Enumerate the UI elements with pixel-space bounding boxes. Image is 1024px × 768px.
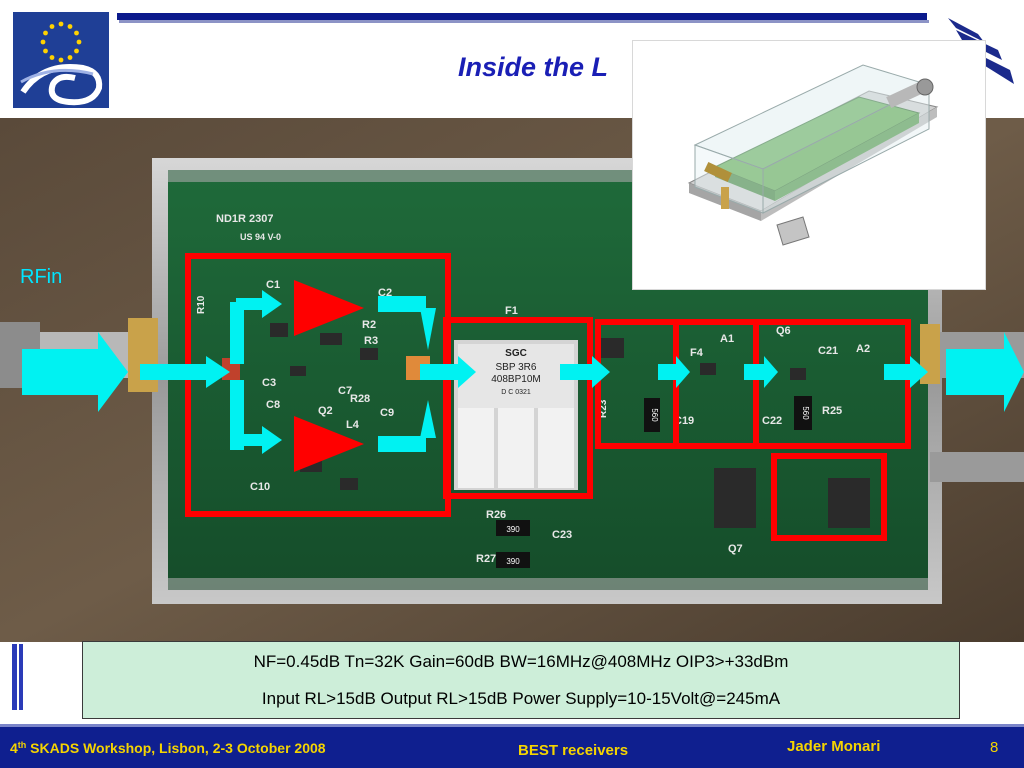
resistor-label-560a: 560 <box>650 408 659 422</box>
pcb-label-c23: C23 <box>552 529 572 541</box>
specs-line-1: NF=0.45dB Tn=32K Gain=60dB BW=16MHz@408M… <box>253 652 789 671</box>
pcb-label-f1: F1 <box>505 305 518 317</box>
footer-topic: BEST receivers <box>518 742 629 759</box>
footer-page-number: 8 <box>990 739 999 756</box>
pcb-label-q2: Q2 <box>318 405 333 417</box>
highlight-regulator <box>771 453 887 541</box>
resistor-label-390b: 390 <box>506 557 520 566</box>
saw-label-brand: SGC <box>505 348 527 359</box>
pcb-label-r25: R25 <box>822 405 842 417</box>
pcb-label-r23: R23 <box>598 399 609 418</box>
pcb-label-c9: C9 <box>380 407 394 419</box>
footer-workshop: 4th SKADS Workshop, Lisbon, 2-3 October … <box>10 740 326 756</box>
pcb-label-a2: A2 <box>856 343 870 355</box>
pcb-text-nd1r: ND1R 2307 <box>216 213 273 225</box>
specs-box: NF=0.45dB Tn=32K Gain=60dB BW=16MHz@408M… <box>82 641 960 719</box>
pcb-label-l4: L4 <box>346 419 360 431</box>
pcb-label-f4: F4 <box>690 347 704 359</box>
pcb-label-a1: A1 <box>720 333 734 345</box>
footer-workshop-suffix: th <box>17 740 27 750</box>
pcb-label-c3: C3 <box>262 377 276 389</box>
pcb-label-c7: C7 <box>338 385 352 397</box>
slide-title: Inside the L <box>458 52 609 82</box>
rfin-label: RFin <box>20 266 63 288</box>
saw-label-part: 408BP10M <box>491 374 540 385</box>
pcb-text-ul: US 94 V-0 <box>240 232 281 242</box>
pcb-label-c1: C1 <box>266 279 280 291</box>
pcb-label-r10: R10 <box>196 295 207 314</box>
saw-label-model: SBP 3R6 <box>496 362 537 373</box>
pcb-label-r3: R3 <box>364 335 378 347</box>
specs-line-2: Input RL>15dB Output RL>15dB Power Suppl… <box>261 689 781 708</box>
pcb-label-r27: R27 <box>476 553 496 565</box>
left-decor-bars <box>12 644 26 710</box>
footer-author: Jader Monari <box>787 738 881 755</box>
pcb-label-r26: R26 <box>486 509 506 521</box>
eu-fp6-logo <box>13 12 109 108</box>
pcb-label-r28: R28 <box>350 393 370 405</box>
pcb-label-c22: C22 <box>762 415 782 427</box>
slide-footer: 4th SKADS Workshop, Lisbon, 2-3 October … <box>0 724 1024 768</box>
footer-workshop-number: 4 <box>10 740 18 756</box>
pcb-label-c19: C19 <box>674 415 694 427</box>
highlight-filter <box>443 317 593 499</box>
signal-flow-arrows <box>22 290 1024 454</box>
pcb-label-c8: C8 <box>266 399 280 411</box>
amplifier-lower-icon <box>294 416 364 472</box>
pcb-label-q7: Q7 <box>728 543 743 555</box>
resistor-label-560b: 560 <box>801 406 810 420</box>
amplifier-upper-icon <box>294 280 364 336</box>
header-rule <box>117 13 927 20</box>
resistor-label-390a: 390 <box>506 525 520 534</box>
saw-label-date: D C 0321 <box>501 389 531 396</box>
pcb-label-r2: R2 <box>362 319 376 331</box>
footer-workshop-text: SKADS Workshop, Lisbon, 2-3 October 2008 <box>26 740 326 756</box>
pcb-label-c10: C10 <box>250 481 270 493</box>
highlight-stage-3 <box>753 319 911 449</box>
header-rule-shadow <box>119 20 929 23</box>
pcb-label-q6: Q6 <box>776 325 791 337</box>
enclosure-render-image <box>632 40 986 290</box>
pcb-label-c21: C21 <box>818 345 838 357</box>
